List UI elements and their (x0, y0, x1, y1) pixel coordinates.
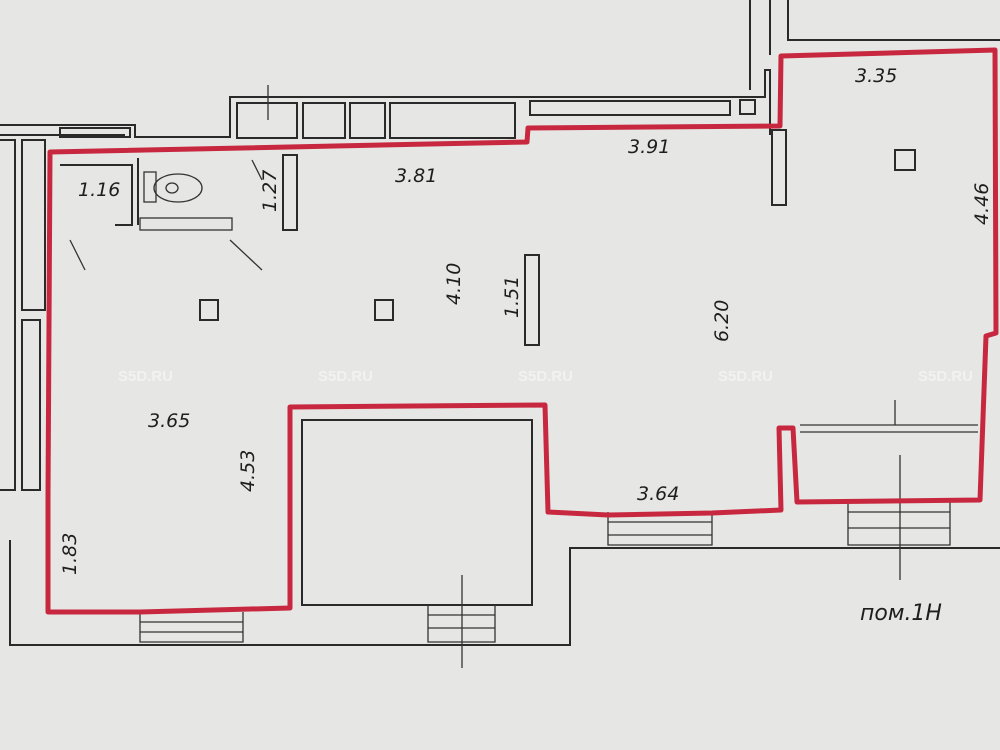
dim-right-height: 4.46 (971, 183, 993, 225)
dim-top-left: 3.81 (395, 165, 437, 187)
watermark: S5D.RU (518, 368, 573, 385)
watermark: S5D.RU (918, 368, 973, 385)
dim-left-width: 3.65 (148, 410, 190, 432)
dim-bottom-left-height: 1.83 (59, 533, 81, 575)
room-label: пом.1Н (860, 601, 942, 626)
dim-partition: 1.51 (501, 276, 523, 318)
dim-top-right: 3.35 (855, 65, 897, 87)
bathroom (60, 158, 233, 231)
watermark: S5D.RU (718, 368, 773, 385)
premises-outline (45, 47, 999, 615)
dim-top-middle: 3.91 (628, 136, 670, 158)
building-walls (0, 0, 1000, 668)
watermark: S5D.RU (118, 368, 173, 385)
toilet-icon (143, 171, 203, 203)
dim-bottom-width: 3.64 (637, 483, 679, 505)
dim-left-height: 4.53 (237, 450, 259, 492)
dim-main-height: 6.20 (711, 300, 733, 342)
dim-bathroom: 1.16 (78, 179, 120, 201)
hatched-partition (139, 217, 233, 231)
watermark: S5D.RU (318, 368, 373, 385)
dim-bathroom-door: 1.27 (259, 170, 281, 212)
dim-center-height: 4.10 (443, 263, 465, 305)
